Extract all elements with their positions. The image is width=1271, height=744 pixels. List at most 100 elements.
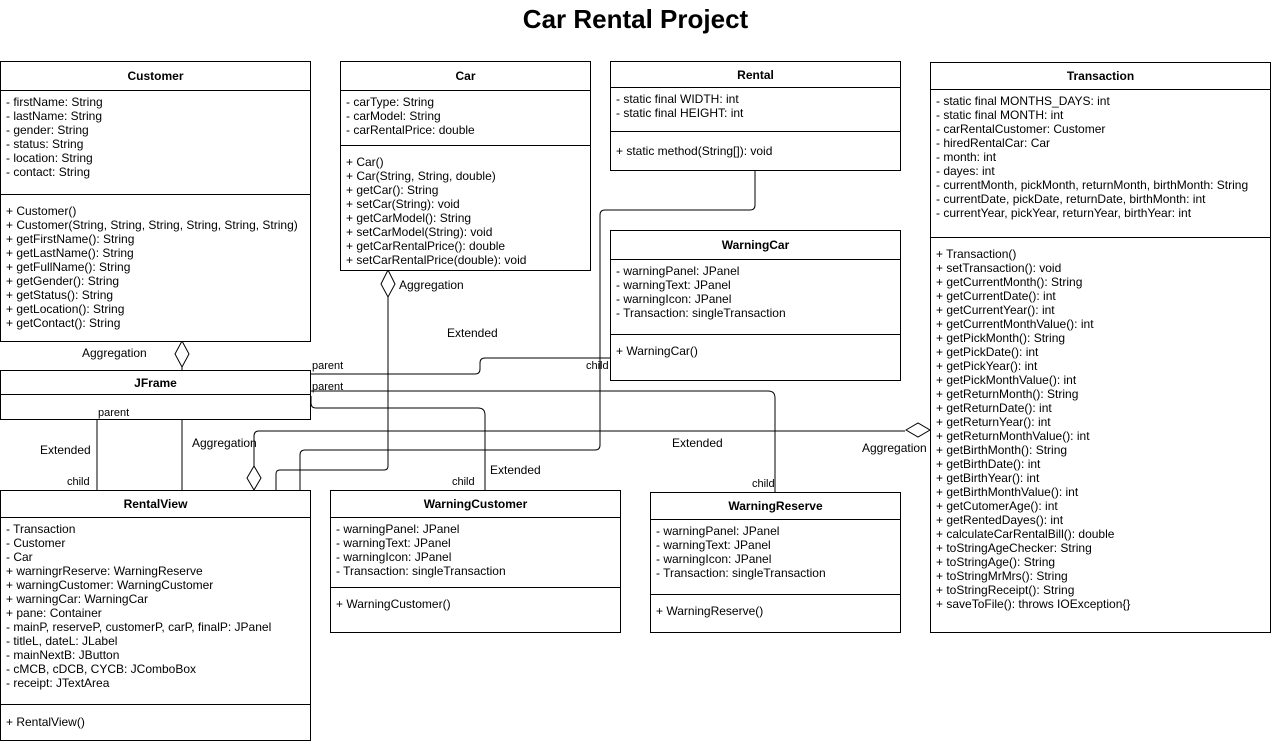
member-row: + setCarRentalPrice(double): void <box>346 253 527 267</box>
label-aggregation-car: Aggregation <box>399 278 464 292</box>
member-row: + getLocation(): String <box>6 302 125 316</box>
class-name: Transaction <box>931 63 1270 90</box>
methods-section: + Customer()+ Customer(String, String, S… <box>1 195 310 330</box>
member-row: + getPickYear(): int <box>936 359 1038 373</box>
attributes-section: - warningPanel: JPanel- warningText: JPa… <box>611 260 900 335</box>
member-row: - month: int <box>936 150 997 164</box>
label-child-warningreserve: child <box>752 478 775 490</box>
empty-section <box>1 395 310 419</box>
member-row: + saveToFile(): throws IOException{} <box>936 597 1131 611</box>
member-row: - warningIcon: JPanel <box>616 292 732 306</box>
member-row: - gender: String <box>6 123 89 137</box>
class-name: Customer <box>1 62 310 91</box>
member-row: + getStatus(): String <box>6 288 114 302</box>
class-rentalview[interactable]: RentalView - Transaction- Customer- Car+… <box>0 490 311 741</box>
member-row: + getRentedDayes(): int <box>936 513 1064 527</box>
member-row: - status: String <box>6 137 84 151</box>
attributes-section: - warningPanel: JPanel- warningText: JPa… <box>331 518 620 588</box>
label-child-warningcar: child <box>586 360 609 372</box>
aggregation-diamond-car <box>380 268 396 299</box>
class-customer[interactable]: Customer - firstName: String- lastName: … <box>0 61 311 342</box>
member-row: + toStringAge(): String <box>936 555 1056 569</box>
connector-extended-warningcar <box>311 357 610 375</box>
class-warningcar[interactable]: WarningCar - warningPanel: JPanel- warni… <box>610 230 901 381</box>
connector-aggregation-view <box>253 430 905 466</box>
member-row: + getPickMonth(): String <box>936 331 1066 345</box>
member-row: + getCurrentYear(): int <box>936 303 1055 317</box>
member-row: + WarningCar() <box>616 344 698 358</box>
member-row: - warningText: JPanel <box>616 278 731 292</box>
member-row: + calculateCarRentalBill(): double <box>936 527 1115 541</box>
class-name: RentalView <box>1 491 310 518</box>
label-extended-customer: Extended <box>490 463 541 477</box>
member-row: + getBirthDate(): int <box>936 457 1041 471</box>
member-row: + getCurrentMonth(): String <box>936 275 1083 289</box>
member-row: + Car() <box>346 155 384 169</box>
member-row: + toStringMrMrs(): String <box>936 569 1068 583</box>
member-row: - Customer <box>6 536 66 550</box>
member-row: + toStringReceipt(): String <box>936 583 1075 597</box>
aggregation-diamond-transaction <box>905 422 931 438</box>
member-row: + Transaction() <box>936 247 1017 261</box>
member-row: - carModel: String <box>346 109 441 123</box>
methods-section: + RentalView() <box>1 705 310 729</box>
member-row: + getBirthYear(): int <box>936 471 1040 485</box>
attributes-section: - carType: String- carModel: String- car… <box>341 91 590 146</box>
attributes-section: - Transaction- Customer- Car+ warningrRe… <box>1 518 310 705</box>
member-row: + static method(String[]): void <box>616 144 773 158</box>
member-row: + WarningReserve() <box>656 604 764 618</box>
member-row: - currentDate, pickDate, returnDate, bir… <box>936 192 1206 206</box>
member-row: - static final MONTH: int <box>936 108 1064 122</box>
member-row: + getReturnDate(): int <box>936 401 1052 415</box>
class-name: WarningCar <box>611 231 900 260</box>
label-aggregation-view: Aggregation <box>192 436 257 450</box>
member-row: - hiredRentalCar: Car <box>936 136 1051 150</box>
member-row: - carRentalCustomer: Customer <box>936 122 1106 136</box>
member-row: + getReturnYear(): int <box>936 415 1051 429</box>
methods-section: + WarningReserve() <box>651 595 900 618</box>
label-parent-3: parent <box>98 407 130 419</box>
member-row: - static final MONTHS_DAYS: int <box>936 94 1110 108</box>
member-row: - contact: String <box>6 165 91 179</box>
member-row: - static final WIDTH: int <box>616 92 739 106</box>
member-row: + setTransaction(): void <box>936 261 1062 275</box>
aggregation-diamond-view <box>246 465 262 491</box>
class-transaction[interactable]: Transaction - static final MONTHS_DAYS: … <box>930 62 1271 633</box>
member-row: - Transaction: singleTransaction <box>616 306 786 320</box>
member-row: - mainP, reserveP, customerP, carP, fina… <box>6 620 272 634</box>
member-row: - firstName: String <box>6 95 103 109</box>
member-row: + getBirthMonthValue(): int <box>936 485 1079 499</box>
member-row: - currentMonth, pickMonth, returnMonth, … <box>936 178 1249 192</box>
label-aggregation-transaction: Aggregation <box>862 441 927 455</box>
connector-aggregation-car <box>275 297 389 490</box>
member-row: - Transaction: singleTransaction <box>336 564 506 578</box>
class-name: WarningReserve <box>651 493 900 520</box>
attributes-section: - static final WIDTH: int- static final … <box>611 88 900 132</box>
class-rental[interactable]: Rental - static final WIDTH: int- static… <box>610 61 901 171</box>
member-row: + getFullName(): String <box>6 260 131 274</box>
member-row: - lastName: String <box>6 109 103 123</box>
member-row: + getPickMonthValue(): int <box>936 373 1077 387</box>
member-row: - cMCB, cDCB, CYCB: JComboBox <box>6 662 197 676</box>
methods-section: + Car()+ Car(String, String, double)+ ge… <box>341 146 590 267</box>
member-row: + warningCar: WarningCar <box>6 592 148 606</box>
member-row: + getContact(): String <box>6 316 121 330</box>
class-jframe[interactable]: JFrame <box>0 370 311 420</box>
member-row: - warningPanel: JPanel <box>336 522 460 536</box>
member-row: - warningIcon: JPanel <box>336 550 452 564</box>
label-extended-left: Extended <box>40 443 91 457</box>
member-row: + Customer(String, String, String, Strin… <box>6 218 298 232</box>
member-row: + setCarModel(String): void <box>346 225 493 239</box>
member-row: + getCurrentMonthValue(): int <box>936 317 1094 331</box>
class-warningreserve[interactable]: WarningReserve - warningPanel: JPanel- w… <box>650 492 901 633</box>
member-row: + getCarModel(): String <box>346 211 472 225</box>
class-name: JFrame <box>1 371 310 395</box>
label-extended-top: Extended <box>447 326 498 340</box>
member-row: + getCutomerAge(): int <box>936 499 1058 513</box>
class-car[interactable]: Car - carType: String- carModel: String-… <box>340 61 591 271</box>
member-row: - Transaction <box>6 522 76 536</box>
member-row: - Transaction: singleTransaction <box>656 566 826 580</box>
member-row: + setCar(String): void <box>346 197 460 211</box>
class-warningcustomer[interactable]: WarningCustomer - warningPanel: JPanel- … <box>330 490 621 633</box>
